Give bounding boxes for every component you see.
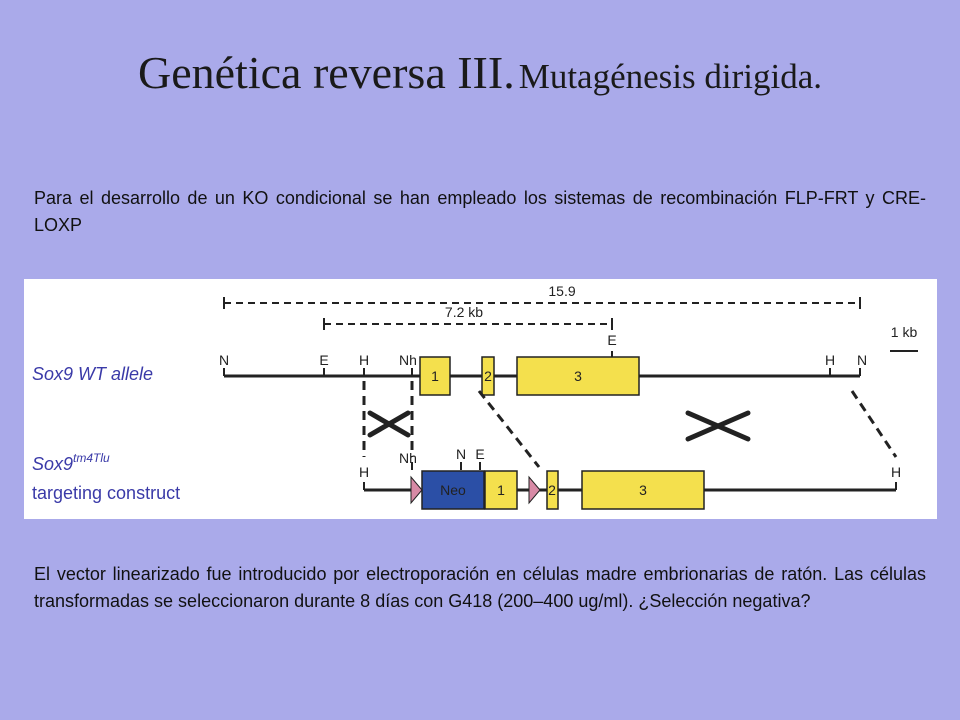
construct-site-ticks — [363, 462, 897, 490]
wt-site-e-right: E — [607, 332, 616, 348]
wt-site-e: E — [319, 352, 328, 368]
title-main: Genética reversa III. — [138, 47, 515, 98]
wt-site-nh: Nh — [399, 352, 417, 368]
construct-exon-3 — [581, 470, 705, 510]
neo-cassette — [421, 470, 485, 510]
wt-site-h-left: H — [359, 352, 369, 368]
scale-inner: 7.2 kb — [323, 304, 613, 330]
construct-site-h-left: H — [359, 464, 369, 480]
wt-exon-3 — [516, 356, 640, 396]
loxp-site-1 — [410, 475, 423, 505]
wt-site-n-left: N — [219, 352, 229, 368]
construct-site-nh: Nh — [399, 450, 417, 466]
wt-exon-1-label: 1 — [431, 368, 439, 384]
construct-exon-3-label: 3 — [639, 482, 647, 498]
construct-site-e: E — [475, 446, 484, 462]
wt-exon-3-label: 3 — [574, 368, 582, 384]
wt-exon-2-label: 2 — [484, 368, 492, 384]
construct-exon-2 — [546, 470, 559, 510]
wt-exon-1 — [419, 356, 451, 396]
construct-exon-1-label: 1 — [497, 482, 505, 498]
loxp-site-3 — [528, 475, 541, 505]
construct-label: Sox9tm4Tlu — [32, 451, 110, 474]
wt-allele-label: Sox9 WT allele — [32, 364, 153, 384]
intro-paragraph: Para el desarrollo de un KO condicional … — [34, 188, 926, 235]
diagram-svg: 15.9 7.2 kb 1 kb Sox9 WT allele — [32, 283, 918, 510]
neo-label: Neo — [440, 482, 466, 498]
construct-site-h-right: H — [891, 464, 901, 480]
scale-bar-label: 1 kb — [891, 324, 918, 340]
wt-site-h-right: H — [825, 352, 835, 368]
homology-connectors — [362, 381, 898, 468]
scale-bar: 1 kb — [890, 324, 918, 352]
scale-inner-label: 7.2 kb — [445, 304, 483, 320]
body-paragraph: El vector linearizado fue introducido po… — [34, 564, 926, 611]
wt-exon-2 — [481, 356, 495, 396]
construct-exon-1 — [484, 470, 518, 510]
scale-total: 15.9 — [223, 283, 861, 309]
crossover-left — [367, 410, 411, 438]
construct-site-n: N — [456, 446, 466, 462]
construct-label-line2: targeting construct — [32, 483, 180, 503]
construct-exon-2-label: 2 — [548, 482, 556, 498]
title-sub: Mutagénesis dirigida. — [518, 57, 822, 96]
construct-label-base: Sox9 — [32, 454, 73, 474]
gene-targeting-diagram: 15.9 7.2 kb 1 kb Sox9 WT allele — [24, 279, 937, 519]
crossover-right — [685, 410, 751, 442]
scale-total-label: 15.9 — [548, 283, 575, 299]
slide-title: Genética reversa III. Mutagénesis dirigi… — [0, 46, 960, 99]
wt-site-n-right: N — [857, 352, 867, 368]
construct-label-superscript: tm4Tlu — [73, 451, 110, 465]
